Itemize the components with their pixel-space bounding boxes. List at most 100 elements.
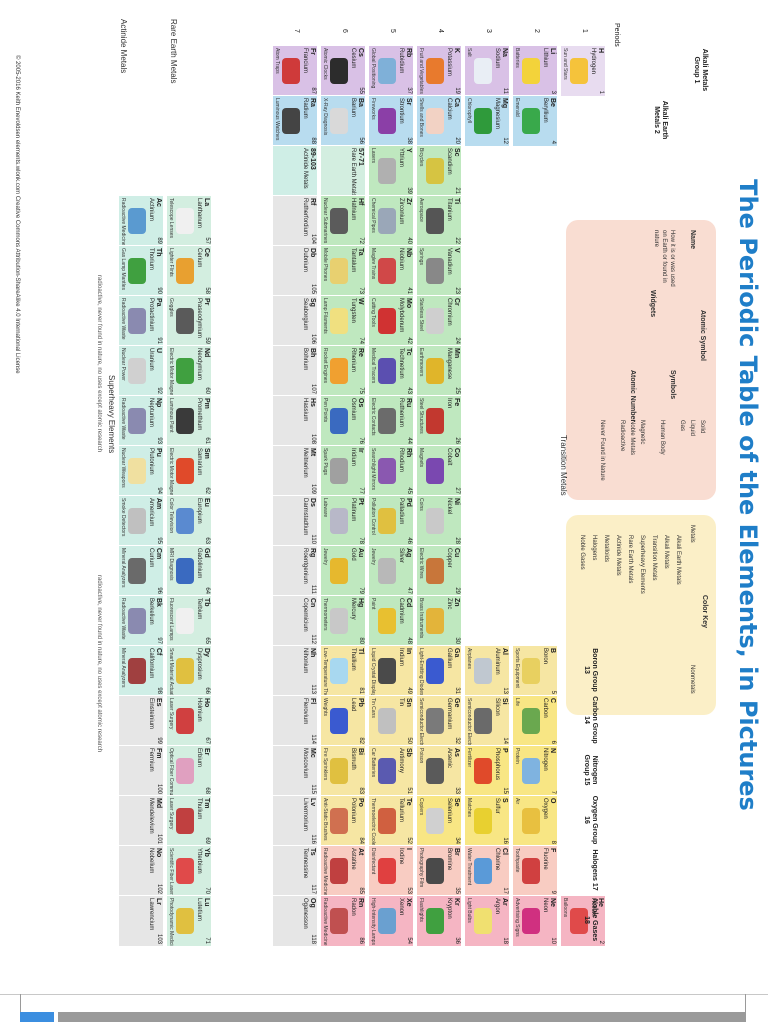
scroll-bar[interactable] (58, 1012, 746, 1022)
